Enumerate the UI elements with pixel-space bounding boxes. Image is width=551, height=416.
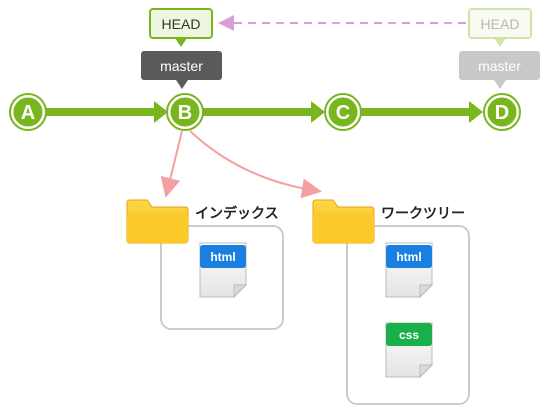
worktree-box [346, 225, 470, 405]
worktree-area: ワークツリー html css [312, 199, 470, 405]
branch-label-current: master [141, 51, 222, 89]
edge-a-b-arrow [154, 101, 168, 123]
commit-a-label: A [21, 102, 35, 124]
commit-edges [46, 101, 483, 123]
branch-label-previous-text: master [478, 58, 521, 74]
commit-c-label: C [336, 102, 350, 124]
worktree-html-file-label: html [396, 250, 421, 264]
edge-b-c-arrow [311, 101, 325, 123]
commit-d-label: D [495, 102, 509, 124]
commit-b-label: B [178, 102, 192, 124]
edge-c-d-arrow [469, 101, 483, 123]
head-label-current: HEAD [149, 8, 213, 47]
branch-label-current-text: master [160, 58, 203, 74]
index-html-file-label: html [210, 250, 235, 264]
commit-c[interactable]: C [324, 93, 362, 131]
head-label-current-text: HEAD [162, 16, 201, 32]
commit-b[interactable]: B [166, 93, 204, 131]
folder-icon [312, 199, 375, 244]
folder-icon [126, 199, 189, 244]
head-label-previous: HEAD [468, 8, 532, 47]
worktree-css-file-icon[interactable]: css [385, 322, 434, 379]
worktree-label: ワークツリー [381, 206, 465, 222]
worktree-html-file-icon[interactable]: html [385, 242, 434, 299]
commit-d[interactable]: D [483, 93, 521, 131]
branch-label-previous: master [459, 51, 540, 89]
index-html-file-icon[interactable]: html [199, 242, 248, 299]
commit-a[interactable]: A [9, 93, 47, 131]
index-label: インデックス [195, 205, 279, 222]
worktree-css-file-label: css [399, 328, 419, 342]
index-area: インデックス html [126, 199, 284, 330]
arrow-to-worktree [189, 130, 322, 199]
head-label-previous-text: HEAD [481, 16, 520, 32]
arrow-to-index [160, 130, 183, 198]
head-move-arrow [218, 15, 466, 31]
